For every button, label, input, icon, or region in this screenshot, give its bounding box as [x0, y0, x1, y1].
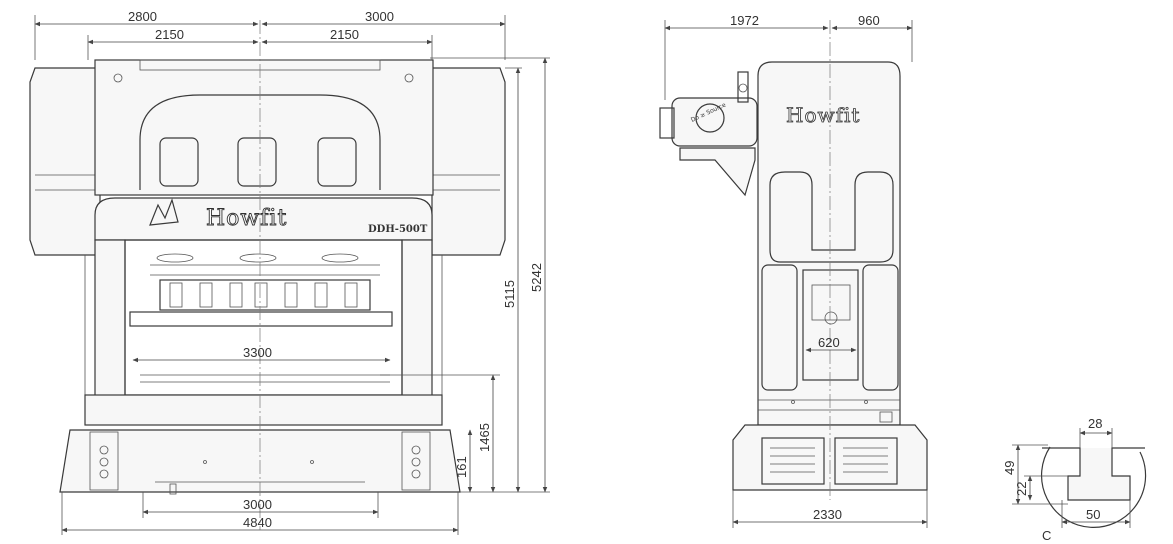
slot-detail-label: C [1042, 528, 1051, 543]
front-dim-2150-right: 2150 [330, 27, 359, 42]
side-dim-1972: 1972 [730, 13, 759, 28]
front-dim-161: 161 [454, 456, 469, 478]
side-dim-960: 960 [858, 13, 880, 28]
front-dim-2150-left: 2150 [155, 27, 184, 42]
front-dimensions: 2800 3000 2150 2150 5242 5115 1465 161 3… [34, 9, 550, 535]
front-model-label: DDH-500T [368, 224, 428, 235]
slot-dim-50: 50 [1086, 507, 1100, 522]
slide-blocks [169, 282, 358, 308]
motor: Do ≥ Source [659, 71, 758, 197]
side-dimensions: 1972 960 620 2330 [664, 13, 928, 528]
front-view: Howfit DDH-500T [29, 9, 550, 535]
base-slots [770, 447, 888, 473]
front-brand-label: Howfit [206, 206, 287, 231]
front-dim-2800: 2800 [128, 9, 157, 24]
front-dim-5115: 5115 [502, 280, 517, 308]
front-dim-5242: 5242 [529, 263, 544, 292]
side-dim-2330: 2330 [813, 507, 842, 522]
front-dim-1465: 1465 [477, 423, 492, 452]
front-dim-3000-base: 3000 [243, 497, 272, 512]
slot-dim-28: 28 [1088, 416, 1102, 431]
side-brand-label: Howfit [786, 103, 860, 127]
side-view: Do ≥ Source Howfit [659, 13, 928, 528]
front-dim-3000-top: 3000 [365, 9, 394, 24]
slot-detail: 28 49 22 50 C [1002, 416, 1147, 543]
slot-dim-49: 49 [1002, 461, 1017, 475]
front-dim-4840: 4840 [243, 515, 272, 530]
front-dim-3300: 3300 [243, 345, 272, 360]
side-dim-620: 620 [818, 335, 840, 350]
slot-dim-22: 22 [1014, 482, 1029, 496]
